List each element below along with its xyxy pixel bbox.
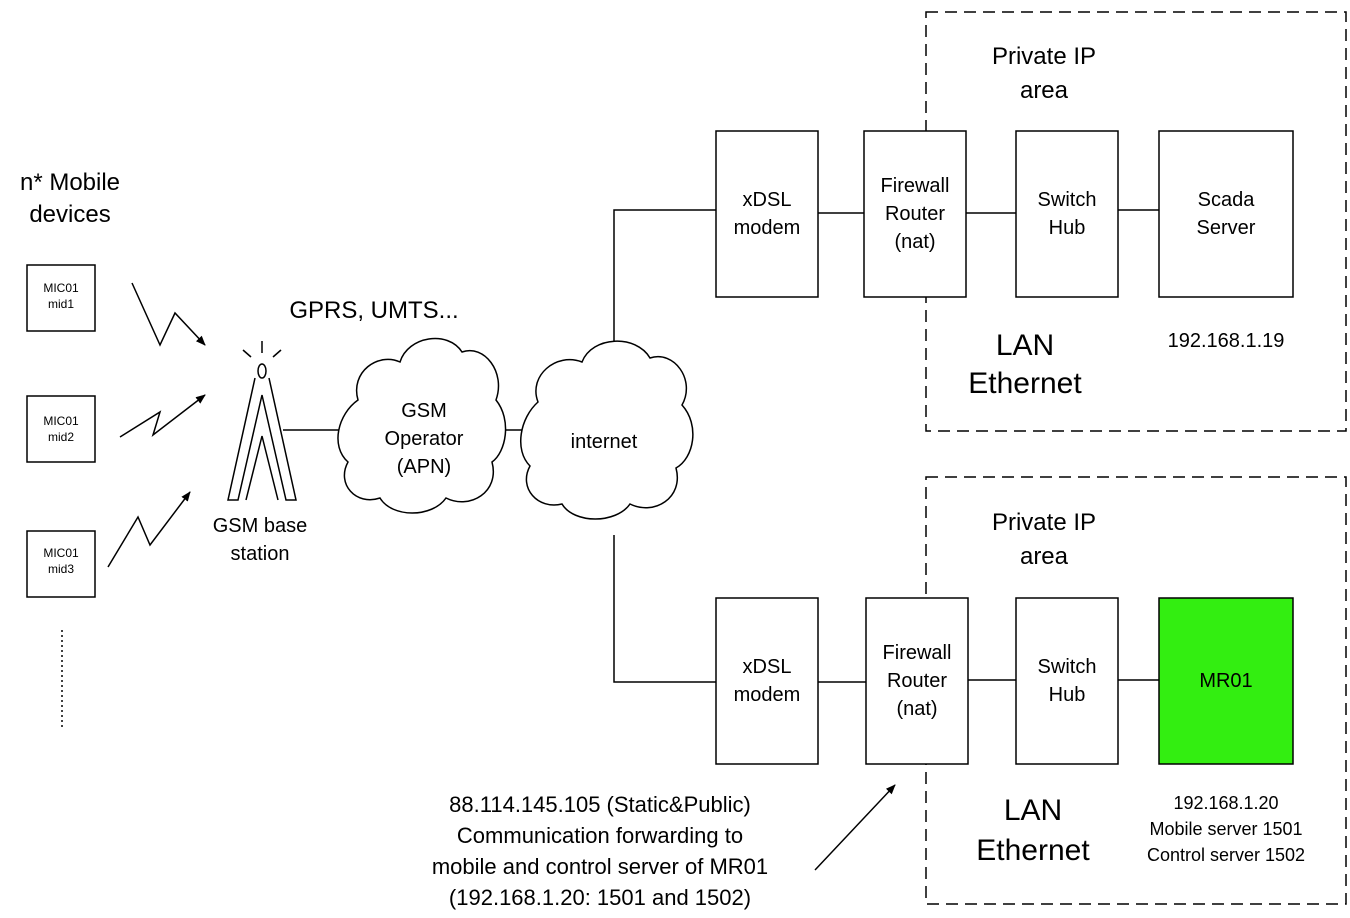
switch-hub-bottom: Switch Hub — [1015, 597, 1119, 765]
firewall-label: Firewall — [883, 642, 952, 664]
annotation-line1: 88.114.145.105 (Static&Public) — [449, 792, 751, 817]
private-area-top-label: Private IP — [992, 43, 1096, 70]
private-area-top-label-line2: area — [1020, 77, 1069, 104]
ethernet-label-bottom: Ethernet — [976, 834, 1090, 867]
mobile-device-3: MIC01 mid3 — [26, 530, 96, 598]
network-label: GPRS, UMTS... — [289, 297, 458, 324]
gsm-operator-label: GSM — [401, 400, 447, 422]
lan-label-bottom: LAN — [1004, 794, 1062, 827]
modem-label: xDSL — [743, 656, 792, 678]
firewall-label-line3: (nat) — [894, 231, 935, 253]
ethernet-label-top: Ethernet — [968, 367, 1082, 400]
base-station-label: GSM base — [213, 515, 307, 537]
device-label: MIC01 — [43, 546, 79, 560]
mobile-devices-title: n* Mobile — [20, 169, 120, 196]
scada-server-ip: 192.168.1.19 — [1168, 330, 1285, 352]
annotation-arrow — [814, 784, 896, 871]
lan-label-top: LAN — [996, 329, 1054, 362]
switch-label: Switch — [1038, 189, 1097, 211]
radio-signal-icon — [119, 394, 206, 438]
modem-label-line2: modem — [734, 217, 801, 239]
radio-signal-icon — [107, 491, 191, 568]
server-label-line2: Server — [1197, 217, 1256, 239]
mobile-device-2: MIC01 mid2 — [26, 395, 96, 463]
scada-server: Scada Server — [1158, 130, 1294, 298]
server-label: Scada — [1198, 189, 1256, 211]
device-id: mid3 — [48, 562, 74, 576]
mr01-server: MR01 — [1158, 597, 1294, 765]
switch-hub-top: Switch Hub — [1015, 130, 1119, 298]
radio-signal-icon — [131, 282, 206, 347]
base-station-label-line2: station — [231, 543, 290, 565]
firewall-label-line3: (nat) — [896, 698, 937, 720]
device-label: MIC01 — [43, 281, 79, 295]
modem-label-line2: modem — [734, 684, 801, 706]
firewall-label-line2: Router — [885, 203, 945, 225]
private-area-bottom-boundary — [925, 476, 1347, 905]
modem-label: xDSL — [743, 189, 792, 211]
xdsl-modem-bottom: xDSL modem — [715, 597, 819, 765]
mobile-device-1: MIC01 mid1 — [26, 264, 96, 332]
switch-label-line2: Hub — [1049, 217, 1086, 239]
annotation-line2: Communication forwarding to — [457, 823, 743, 848]
gsm-operator-label-line3: (APN) — [397, 456, 451, 478]
server-label: MR01 — [1199, 670, 1252, 692]
device-id: mid2 — [48, 430, 74, 444]
device-id: mid1 — [48, 297, 74, 311]
xdsl-modem-top: xDSL modem — [715, 130, 819, 298]
internet-cloud — [520, 340, 694, 520]
switch-label-line2: Hub — [1049, 684, 1086, 706]
gsm-operator-label-line2: Operator — [385, 428, 464, 450]
mobile-devices-title-line2: devices — [29, 201, 110, 228]
mr01-ip: 192.168.1.20 — [1173, 793, 1278, 813]
annotation-line3: mobile and control server of MR01 — [432, 854, 768, 879]
switch-label: Switch — [1038, 656, 1097, 678]
mr01-control-port: Control server 1502 — [1147, 845, 1305, 865]
gsm-operator-cloud — [337, 337, 507, 514]
firewall-label-line2: Router — [887, 670, 947, 692]
private-area-bottom-label-line2: area — [1020, 543, 1069, 570]
private-area-bottom-label: Private IP — [992, 509, 1096, 536]
firewall-router-bottom: Firewall Router (nat) — [865, 597, 969, 765]
firewall-label: Firewall — [881, 175, 950, 197]
device-label: MIC01 — [43, 414, 79, 428]
connection-lines — [283, 209, 1159, 683]
gsm-tower-icon — [227, 341, 297, 501]
internet-label: internet — [571, 431, 638, 453]
mr01-mobile-port: Mobile server 1501 — [1149, 819, 1302, 839]
annotation-line4: (192.168.1.20: 1501 and 1502) — [449, 885, 751, 910]
firewall-router-top: Firewall Router (nat) — [863, 130, 967, 298]
